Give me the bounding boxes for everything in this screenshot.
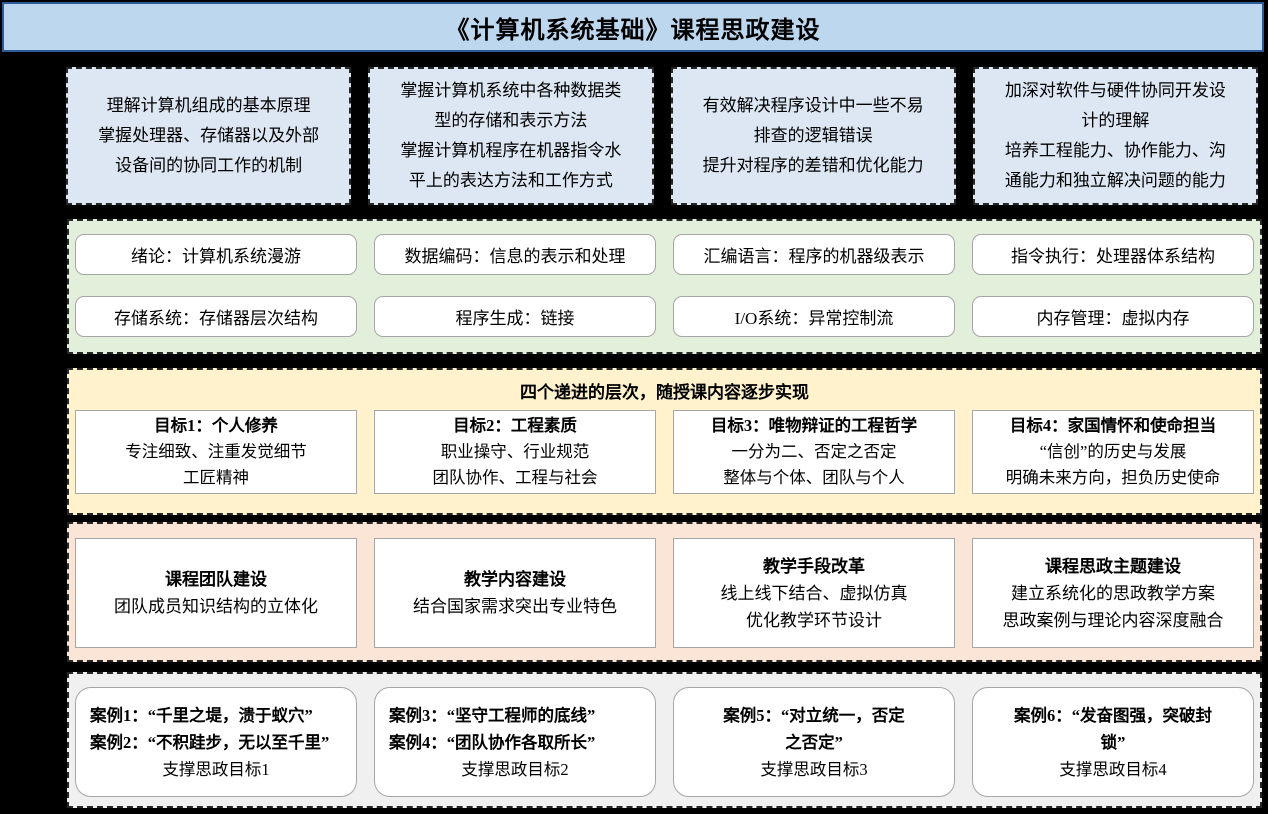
case-head: 案例6：“发奋图强，突破封 锁” xyxy=(1014,705,1212,752)
construction-body: 结合国家需求突出专业特色 xyxy=(413,597,617,616)
case-head: 案例5：“对立统一，否定 之否定” xyxy=(723,705,905,752)
chapter-box-program-linking: 程序生成：链接 xyxy=(374,296,656,337)
chapter-box-assembly: 汇编语言：程序的机器级表示 xyxy=(673,234,955,275)
cases-band: 案例1：“千里之堤，溃于蚁穴” 案例2：“不积跬步，无以至千里” 支撑思政目标1… xyxy=(67,672,1262,808)
goal-head: 目标3：唯物辩证的工程哲学 xyxy=(710,416,918,435)
construction-box-team: 课程团队建设 团队成员知识结构的立体化 xyxy=(75,538,357,648)
cases-grid: 案例1：“千里之堤，溃于蚁穴” 案例2：“不积跬步，无以至千里” 支撑思政目标1… xyxy=(75,687,1254,797)
objective-box-4: 加深对软件与硬件协同开发设 计的理解 培养工程能力、协作能力、沟 通能力和独立解… xyxy=(972,67,1258,205)
goal-head: 目标2：工程素质 xyxy=(453,416,577,435)
construction-body: 建立系统化的思政教学方案 思政案例与理论内容深度融合 xyxy=(1002,583,1224,630)
chapter-box-data-encoding: 数据编码：信息的表示和处理 xyxy=(374,234,656,275)
goals-grid: 目标1：个人修养 专注细致、注重发觉细节 工匠精神 目标2：工程素质 职业操守、… xyxy=(75,410,1254,494)
construction-band: 课程团队建设 团队成员知识结构的立体化 教学内容建设 结合国家需求突出专业特色 … xyxy=(67,522,1262,662)
goal-head: 目标4：家国情怀和使命担当 xyxy=(1009,416,1217,435)
objective-box-1: 理解计算机组成的基本原理 掌握处理器、存储器以及外部 设备间的协同工作的机制 xyxy=(66,67,352,205)
goal-body: 职业操守、行业规范 团队协作、工程与社会 xyxy=(432,442,598,487)
chapter-box-instruction-exec: 指令执行：处理器体系结构 xyxy=(972,234,1254,275)
construction-box-methods: 教学手段改革 线上线下结合、虚拟仿真 优化教学环节设计 xyxy=(673,538,955,648)
construction-head: 课程思政主题建设 xyxy=(1045,556,1181,576)
case-box-3: 案例5：“对立统一，否定 之否定” 支撑思政目标3 xyxy=(673,687,955,797)
chapters-band: 绪论：计算机系统漫游 数据编码：信息的表示和处理 汇编语言：程序的机器级表示 指… xyxy=(67,219,1262,354)
case-box-2: 案例3：“坚守工程师的底线” 案例4：“团队协作各取所长” 支撑思政目标2 xyxy=(374,687,656,797)
goal-box-1: 目标1：个人修养 专注细致、注重发觉细节 工匠精神 xyxy=(75,410,357,494)
construction-box-content: 教学内容建设 结合国家需求突出专业特色 xyxy=(374,538,656,648)
objective-box-3: 有效解决程序设计中一些不易 排查的逻辑错误 提升对程序的差错和优化能力 xyxy=(670,67,956,205)
construction-box-ideology-theme: 课程思政主题建设 建立系统化的思政教学方案 思政案例与理论内容深度融合 xyxy=(972,538,1254,648)
page-title: 《计算机系统基础》课程思政建设 xyxy=(2,2,1264,52)
case-support: 支撑思政目标2 xyxy=(461,759,569,779)
goal-body: 专注细致、注重发觉细节 工匠精神 xyxy=(125,442,307,487)
construction-grid: 课程团队建设 团队成员知识结构的立体化 教学内容建设 结合国家需求突出专业特色 … xyxy=(75,538,1254,648)
goal-box-3: 目标3：唯物辩证的工程哲学 一分为二、否定之否定 整体与个体、团队与个人 xyxy=(673,410,955,494)
construction-head: 教学内容建设 xyxy=(464,570,566,589)
case-box-4: 案例6：“发奋图强，突破封 锁” 支撑思政目标4 xyxy=(972,687,1254,797)
chapter-box-intro: 绪论：计算机系统漫游 xyxy=(75,234,357,275)
case-box-1: 案例1：“千里之堤，溃于蚁穴” 案例2：“不积跬步，无以至千里” 支撑思政目标1 xyxy=(75,687,357,797)
goal-box-2: 目标2：工程素质 职业操守、行业规范 团队协作、工程与社会 xyxy=(374,410,656,494)
goal-body: 一分为二、否定之否定 整体与个体、团队与个人 xyxy=(723,442,905,487)
chapter-box-io-system: I/O系统：异常控制流 xyxy=(673,296,955,337)
chapter-box-storage-system: 存储系统：存储器层次结构 xyxy=(75,296,357,337)
case-head: 案例1：“千里之堤，溃于蚁穴” 案例2：“不积跬步，无以至千里” xyxy=(90,705,330,752)
case-support: 支撑思政目标4 xyxy=(1059,759,1167,779)
goals-band: 四个递进的层次，随授课内容逐步实现 目标1：个人修养 专注细致、注重发觉细节 工… xyxy=(67,368,1262,515)
goal-box-4: 目标4：家国情怀和使命担当 “信创”的历史与发展 明确未来方向，担负历史使命 xyxy=(972,410,1254,494)
case-support: 支撑思政目标1 xyxy=(162,759,270,779)
case-support: 支撑思政目标3 xyxy=(760,759,868,779)
construction-head: 课程团队建设 xyxy=(165,570,267,589)
objective-box-2: 掌握计算机系统中各种数据类 型的存储和表示方法 掌握计算机程序在机器指令水 平上… xyxy=(368,67,654,205)
chapter-box-memory-mgmt: 内存管理：虚拟内存 xyxy=(972,296,1254,337)
construction-body: 线上线下结合、虚拟仿真 优化教学环节设计 xyxy=(720,583,908,630)
goal-body: “信创”的历史与发展 明确未来方向，担负历史使命 xyxy=(1005,442,1221,487)
construction-head: 教学手段改革 xyxy=(763,556,865,576)
goals-band-title: 四个递进的层次，随授课内容逐步实现 xyxy=(520,383,809,402)
objectives-row: 理解计算机组成的基本原理 掌握处理器、存储器以及外部 设备间的协同工作的机制 掌… xyxy=(66,67,1258,205)
construction-body: 团队成员知识结构的立体化 xyxy=(114,597,318,616)
case-head: 案例3：“坚守工程师的底线” 案例4：“团队协作各取所长” xyxy=(389,705,596,752)
goal-head: 目标1：个人修养 xyxy=(154,416,278,435)
